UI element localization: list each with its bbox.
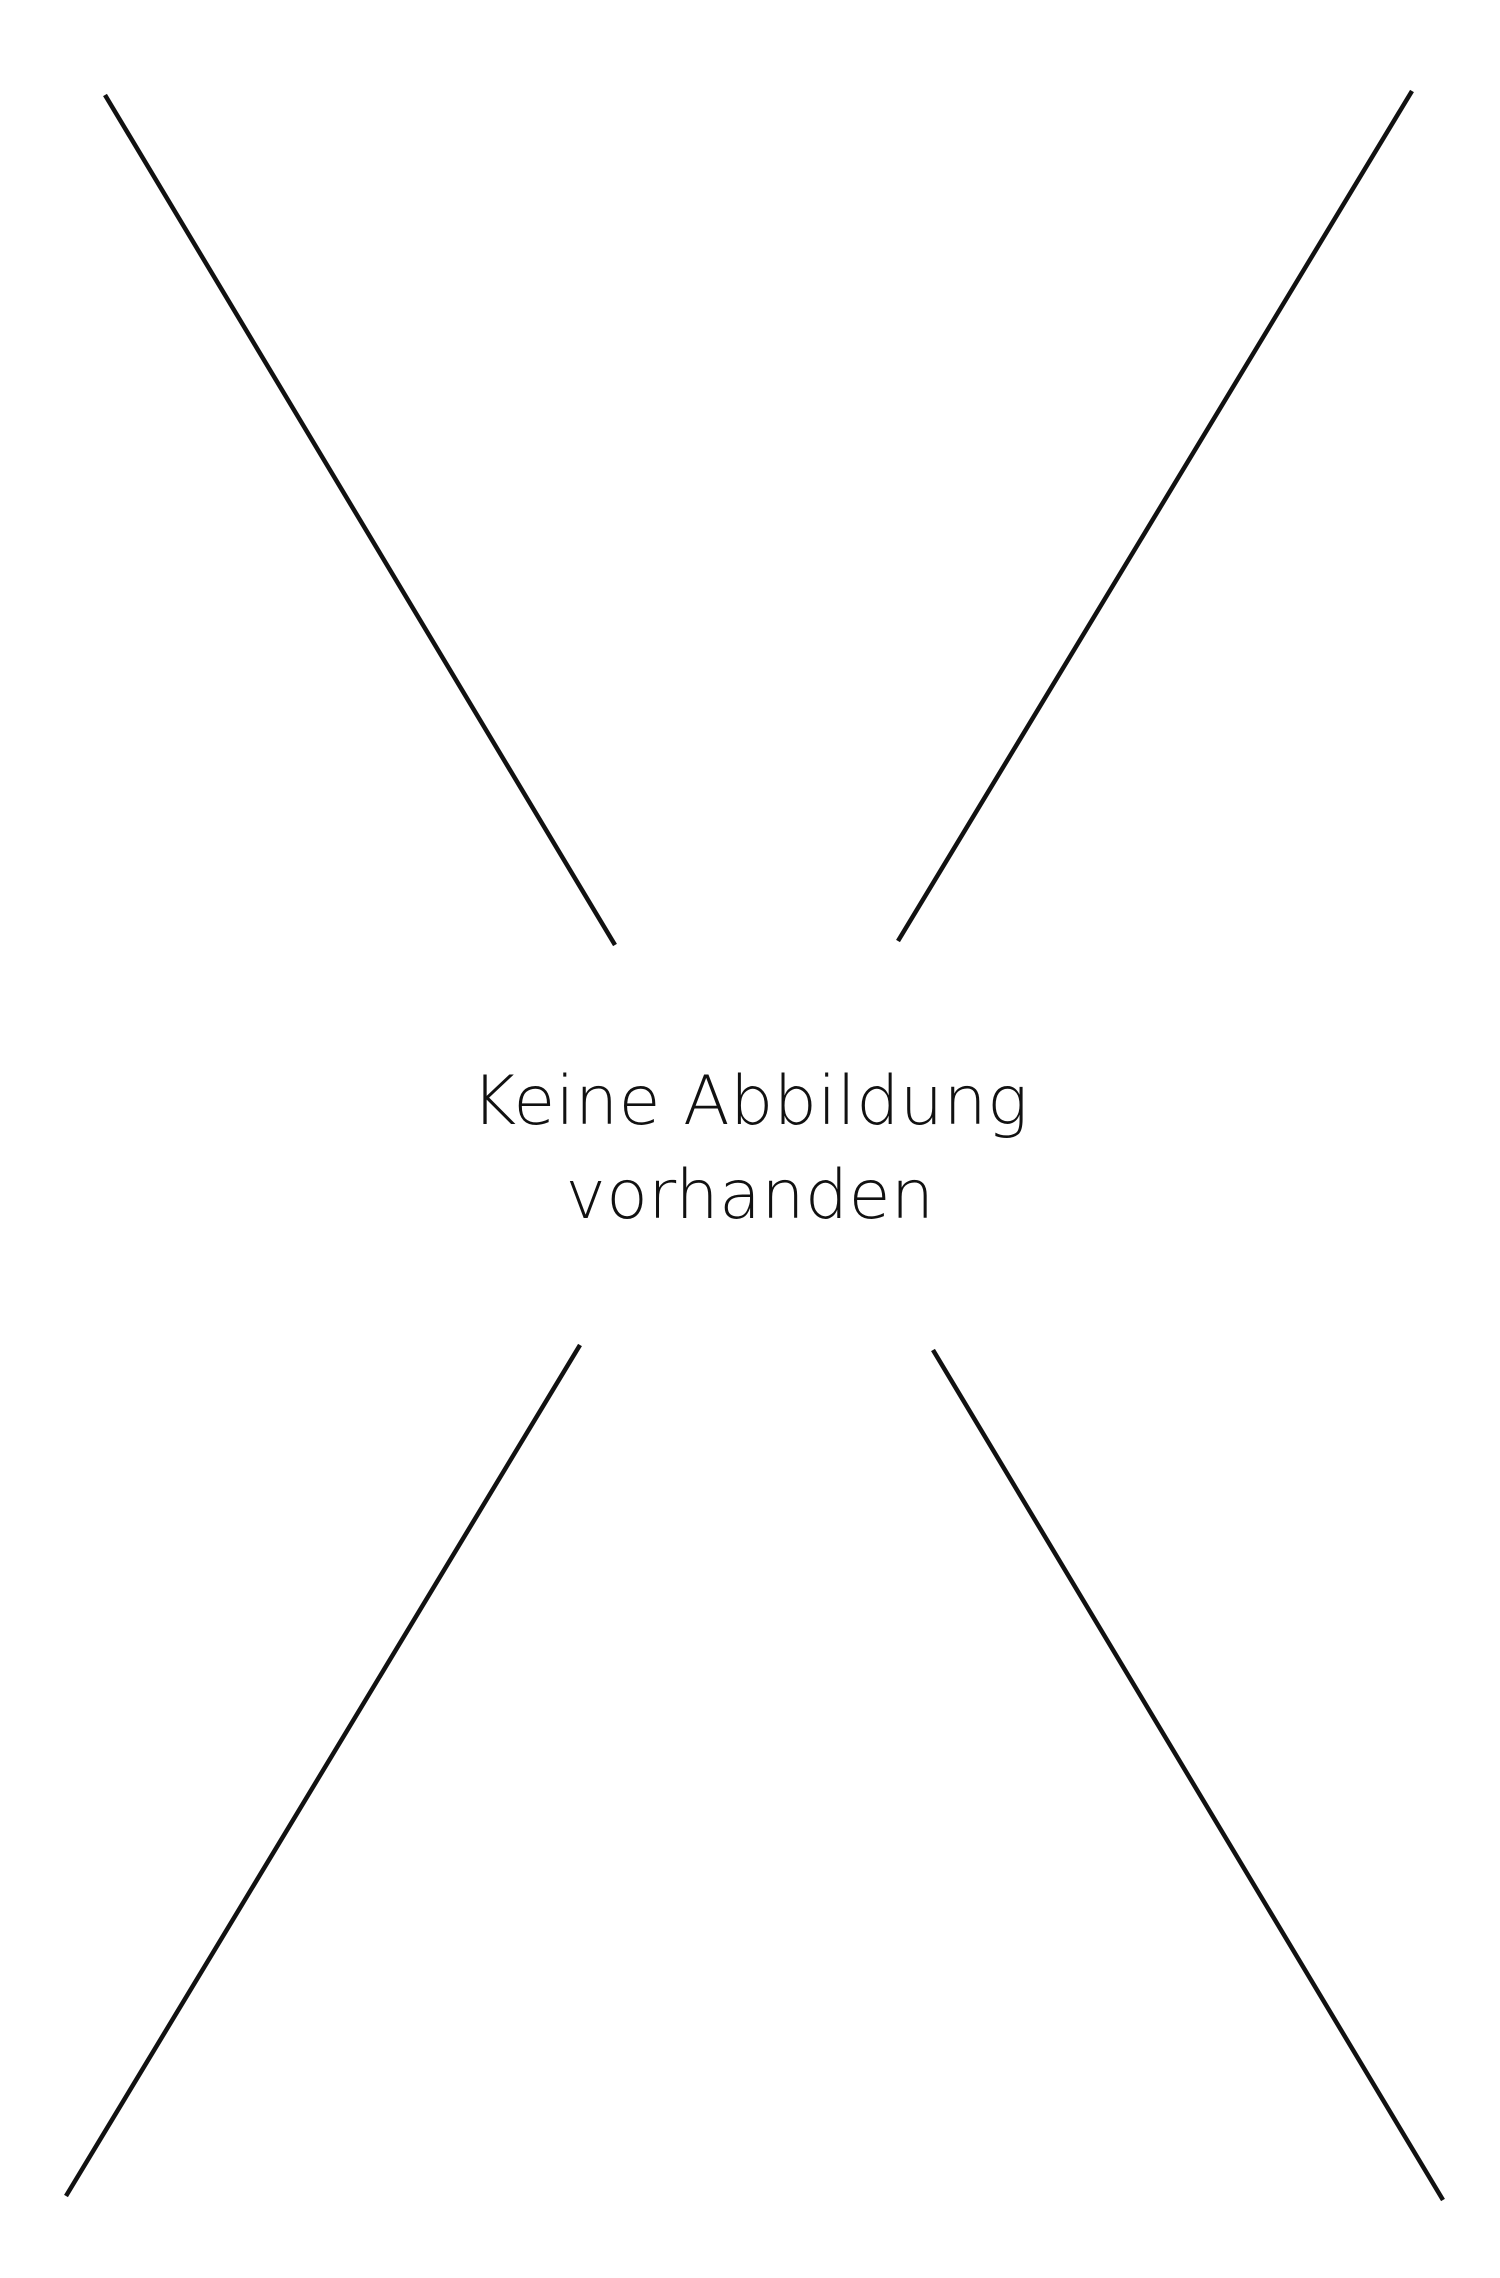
cross-stroke-top-right bbox=[896, 89, 1414, 943]
cross-stroke-top-left bbox=[103, 93, 617, 947]
cross-stroke-bottom-right bbox=[931, 1348, 1445, 2202]
no-image-message-line-2: vorhanden bbox=[565, 1156, 935, 1235]
no-image-message-line-1: Keine Abbildung bbox=[471, 1062, 1029, 1141]
no-image-message: Keine Abbildung vorhanden bbox=[0, 1055, 1500, 1243]
cross-stroke-bottom-left bbox=[64, 1343, 582, 2198]
